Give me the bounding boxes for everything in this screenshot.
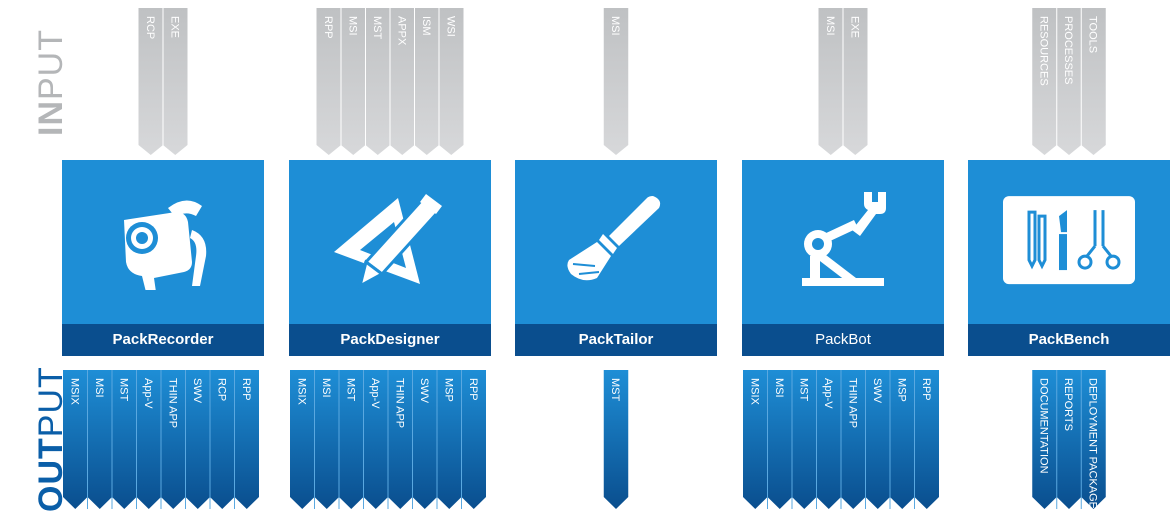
output-strip-group: MSIX MSI MST App-V THIN APP SWV MSP RPP	[290, 370, 486, 509]
input-label: RCP	[144, 16, 156, 39]
output-label: MSI	[320, 378, 332, 398]
input-label: TOOLS	[1087, 16, 1099, 53]
output-label: SWV	[871, 378, 883, 404]
output-label: THIN APP	[166, 378, 178, 428]
output-label: App-V	[369, 378, 381, 409]
input-strip-group: EXE MSI	[818, 8, 868, 155]
output-label: MSP	[442, 378, 454, 402]
tool-box	[742, 160, 944, 324]
surgical-tools-icon	[1003, 196, 1135, 285]
tool-box	[62, 160, 264, 324]
output-label: MSIX	[295, 378, 307, 406]
output-label: MSP	[895, 378, 907, 402]
output-label: REPORTS	[1062, 378, 1074, 431]
input-label: RPP	[322, 16, 334, 39]
input-label: ISM	[420, 16, 432, 36]
input-strip-group: MSI	[603, 8, 629, 155]
output-label: RCP	[215, 378, 227, 401]
tool-packrecorder[interactable]: PackRecorder	[62, 160, 264, 356]
output-label: MST	[797, 378, 809, 402]
output-label: RPP	[920, 378, 932, 401]
output-label: App-V	[822, 378, 834, 409]
input-strip-group: WSI ISM APPX MST MSI RPP	[316, 8, 464, 155]
input-label: RESOURCES	[1038, 16, 1050, 86]
tool-box	[289, 160, 491, 324]
output-label: MST	[117, 378, 129, 402]
camcorder-icon	[124, 200, 207, 290]
input-strip-group: EXE RCP	[138, 8, 188, 155]
input-label: EXE	[168, 16, 180, 38]
tool-name: PackBench	[968, 324, 1170, 356]
output-label: MST	[344, 378, 356, 402]
input-label: WSI	[444, 16, 456, 37]
tool-packtailor[interactable]: PackTailor	[515, 160, 717, 356]
input-label: MSI	[346, 16, 358, 36]
input-strip-group: TOOLS PROCESSES RESOURCES	[1032, 8, 1106, 155]
output-strip-group: DOCUMENTATION REPORTS DEPLOYMENT PACKAGE	[1032, 370, 1106, 509]
tool-name: PackDesigner	[289, 324, 491, 356]
input-label: EXE	[848, 16, 860, 38]
tool-packdesigner[interactable]: PackDesigner	[289, 160, 491, 356]
tool-box	[515, 160, 717, 324]
output-label: DEPLOYMENT PACKAGE	[1087, 378, 1099, 509]
pencil-triangle-icon	[334, 194, 442, 289]
output-strip	[603, 370, 629, 509]
tool-name: PackBot	[742, 324, 944, 356]
input-label: MSI	[609, 16, 621, 36]
input-strip	[603, 8, 629, 155]
output-label: DOCUMENTATION	[1038, 378, 1050, 474]
output-label: MSIX	[68, 378, 80, 406]
input-label: APPX	[395, 16, 407, 46]
output-label: MSI	[773, 378, 785, 398]
output-label: MSI	[93, 378, 105, 398]
output-label: App-V	[142, 378, 154, 409]
robot-arm-icon	[802, 192, 886, 286]
output-label: THIN APP	[846, 378, 858, 428]
tool-name: PackRecorder	[62, 324, 264, 356]
output-label: RPP	[467, 378, 479, 401]
output-label: THIN APP	[393, 378, 405, 428]
output-label: MSIX	[748, 378, 760, 406]
output-label: RPP	[240, 378, 252, 401]
output-strip	[1032, 370, 1106, 509]
output-label: MST	[609, 378, 621, 402]
tool-packbench[interactable]: PackBench	[968, 160, 1170, 356]
tool-packbot[interactable]: PackBot	[742, 160, 944, 356]
tool-name: PackTailor	[515, 324, 717, 356]
output-label: SWV	[191, 378, 203, 404]
input-label: MST	[371, 16, 383, 40]
output-label: SWV	[418, 378, 430, 404]
input-label: MSI	[824, 16, 836, 36]
output-strip-group: MSIX MSI MST App-V THIN APP SWV MSP RPP	[743, 370, 939, 509]
output-strip-group: MSIX MSI MST App-V THIN APP SWV RCP RPP	[63, 370, 259, 509]
paintbrush-icon	[567, 196, 661, 281]
tool-box	[968, 160, 1170, 324]
output-strip-group: MST	[603, 370, 629, 509]
input-strip	[1032, 8, 1106, 155]
input-label: PROCESSES	[1062, 16, 1074, 84]
